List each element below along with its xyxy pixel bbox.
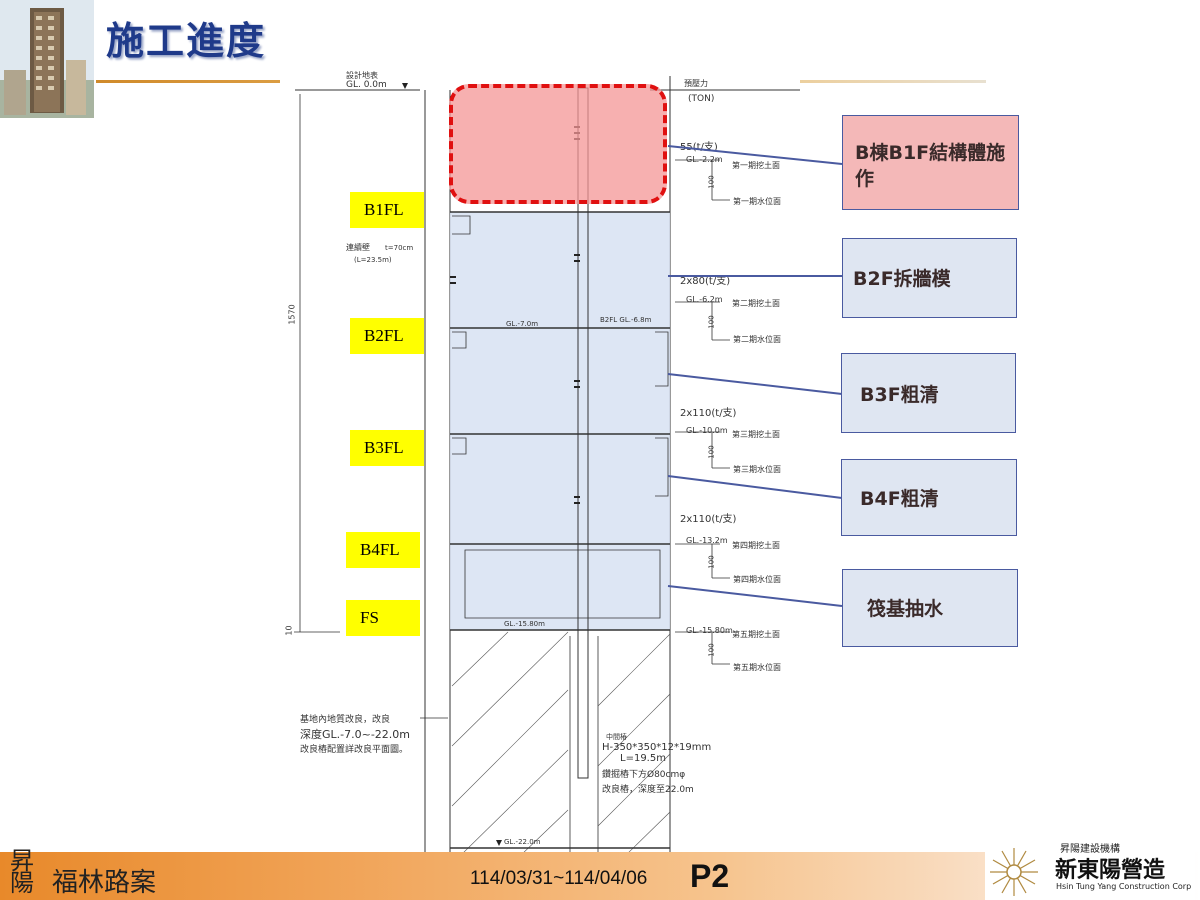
dim-1570: 1570 <box>287 304 297 325</box>
column-note-2: H-350*350*12*19mm <box>602 742 712 753</box>
column-note-1: 中間樁 <box>606 733 627 741</box>
floor-tag-b3fl: B3FL <box>350 430 424 466</box>
company-name: 新東陽營造 <box>1055 857 1166 883</box>
gl-label-4: GL.-13.2m <box>686 536 728 545</box>
page-title: 施工進度 <box>106 19 267 63</box>
b2-level-label: GL.-7.0m <box>506 320 539 328</box>
preload-3: 2x110(t/支) <box>680 408 737 419</box>
preload-unit: (TON) <box>688 94 715 104</box>
floor-tag-fs: FS <box>346 600 420 636</box>
footer-project-name: 福林路案 <box>52 868 157 898</box>
company-english-name: Hsin Tung Yang Construction Corp <box>1056 882 1192 891</box>
dim-100-2: 100 <box>707 315 716 329</box>
stage-4-water: 第四期水位面 <box>733 575 781 584</box>
soil-improve-note-2: 深度GL.-7.0~-22.0m <box>300 728 411 741</box>
gl-label-3: GL.-10.0m <box>686 426 728 435</box>
soil-improve-note-3: 改良樁配置詳改良平面圖。 <box>300 745 409 755</box>
stage-1-water: 第一期水位面 <box>733 197 781 206</box>
callout-b3f-cleaning: B3F粗清 <box>841 353 1016 433</box>
dim-100-4: 100 <box>707 555 716 569</box>
stage-4-dig: 第四期挖土面 <box>732 541 780 550</box>
b2fl-level-label: B2FL GL.-6.8m <box>600 316 652 324</box>
soil-improve-note-1: 基地內地質改良，改良 <box>300 715 391 725</box>
preload-1: 55(t/支) <box>680 142 718 153</box>
design-ground-label: 設計地表 <box>346 71 378 80</box>
dim-100-3: 100 <box>707 445 716 459</box>
gl-label-2: GL.-6.2m <box>686 295 723 304</box>
callout-b1f-structure: B棟B1F結構體施作 <box>842 115 1019 210</box>
dim-100-1: 100 <box>707 175 716 189</box>
footer-page-number: P2 <box>690 858 730 894</box>
column-note-5: 改良樁，深度至22.0m <box>602 785 694 795</box>
stage-2-water: 第二期水位面 <box>733 335 781 344</box>
dim-10: 10 <box>284 625 294 636</box>
floor-tag-b2fl: B2FL <box>350 318 424 354</box>
stage-3-water: 第三期水位面 <box>733 465 781 474</box>
footer-brand-mark: 昇陽 <box>10 847 34 897</box>
preload-4: 2x110(t/支) <box>680 514 737 525</box>
gl-label-1: GL.-2.2m <box>686 155 723 164</box>
stage-2-dig: 第二期挖土面 <box>732 299 780 308</box>
bottom-level-label: GL.-22.0m <box>504 838 541 846</box>
column-note-3: L=19.5m <box>620 753 666 764</box>
company-group-label: 昇陽建設機構 <box>1060 844 1120 855</box>
fs-level-label: GL.-15.80m <box>504 620 545 628</box>
floor-tag-b4fl: B4FL <box>346 532 420 568</box>
diaphragm-wall-label: 連續壁 <box>346 243 370 252</box>
stage-1-dig: 第一期挖土面 <box>732 161 780 170</box>
callout-b4f-cleaning: B4F粗清 <box>841 459 1017 536</box>
diaphragm-thickness: t=70cm <box>385 244 414 252</box>
footer-date-range: 114/03/31~114/04/06 <box>470 868 648 889</box>
floor-tag-b1fl: B1FL <box>350 192 424 228</box>
sunburst-logo-icon <box>990 848 1038 896</box>
preload-2: 2x80(t/支) <box>680 276 731 287</box>
diaphragm-length: (L=23.5m) <box>354 256 392 264</box>
stage-3-dig: 第三期挖土面 <box>732 430 780 439</box>
b1f-highlight-region <box>449 84 667 204</box>
stage-5-dig: 第五期挖土面 <box>732 630 780 639</box>
column-note-4: 鑽掘樁下方Ø80cmφ <box>602 770 686 780</box>
building-thumbnail-image <box>0 0 94 118</box>
callout-b2f-formwork: B2F拆牆模 <box>842 238 1017 318</box>
ground-level-label: GL. 0.0m <box>346 80 387 90</box>
callout-mat-pumping: 筏基抽水 <box>842 569 1018 647</box>
dim-100-5: 100 <box>707 643 716 657</box>
preload-label: 預壓力 <box>684 79 708 88</box>
stage-5-water: 第五期水位面 <box>733 663 781 672</box>
gl-label-5: GL.-15.80m <box>686 626 733 635</box>
